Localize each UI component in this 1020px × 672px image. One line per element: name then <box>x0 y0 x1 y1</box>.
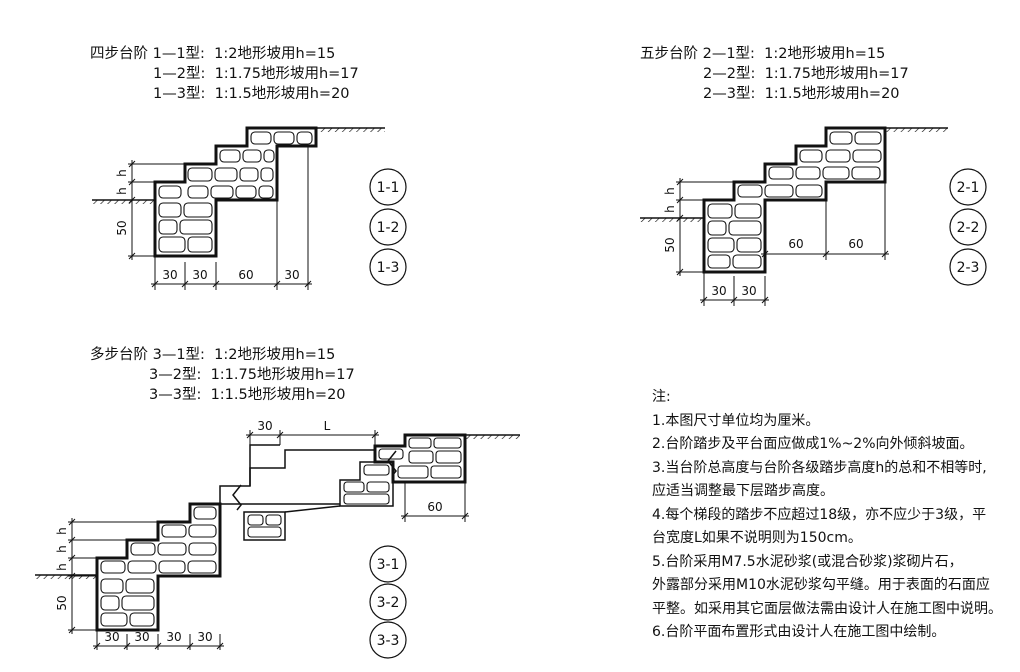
dim2-m1: 60 <box>788 237 803 251</box>
note-item: 外露部分采用M10水泥砂浆勾平缝。用于表面的石面应 <box>652 577 990 593</box>
note-item: 4.每个梯段的踏步不应超过18级，亦不应少于3级，平 <box>652 506 987 523</box>
block3-line3-prefix: 3—3型: <box>149 387 202 403</box>
stair-drawing-2: h h 50 60 60 30 30 2-1 2-2 2-3 <box>640 126 987 306</box>
dim3-h1: h <box>55 527 69 535</box>
block2-line1-prefix: 五步台阶 2—1型: <box>640 46 755 62</box>
marker-3-2: 3-2 <box>377 595 400 611</box>
marker-1-3: 1-3 <box>377 260 400 276</box>
masonry-1 <box>153 126 318 258</box>
dim3-60: 60 <box>427 500 442 514</box>
masonry-3-lower <box>95 502 222 632</box>
dim2-b2: 30 <box>741 284 756 298</box>
dim3-b3: 30 <box>166 630 181 644</box>
dim2-h2: h <box>663 205 677 213</box>
note-item: 应适当调整最下层踏步高度。 <box>652 483 834 499</box>
marker-3-3: 3-3 <box>377 633 400 649</box>
block1-label: 四步台阶 1—1型: 1:2地形坡用h=15 1—2型: 1:1.75地形坡用h… <box>90 44 359 104</box>
masonry-3-upper <box>373 433 467 484</box>
block1-line2-prefix: 1—2型: <box>153 66 206 82</box>
dim1-h1: h <box>115 169 129 177</box>
dim2-50: 50 <box>663 237 677 252</box>
block1-line3-prefix: 1—3型: <box>153 86 206 102</box>
block3-line1-prefix: 多步台阶 3—1型: <box>90 347 205 363</box>
block2-line3-spec: 1:1.5地形坡用h=20 <box>764 86 900 102</box>
dim3-top30: 30 <box>257 419 272 433</box>
note-item: 2.台阶踏步及平台面应做成1%~2%向外倾斜坡面。 <box>652 436 974 452</box>
block2-label: 五步台阶 2—1型: 1:2地形坡用h=15 2—2型: 1:1.75地形坡用h… <box>640 44 909 104</box>
marker-1-2: 1-2 <box>377 220 400 236</box>
dim3-h2: h <box>55 545 69 553</box>
stair-drawing-3: h h h 50 30 L 60 30 30 30 30 3-1 <box>35 419 520 659</box>
dim2-m2: 60 <box>848 237 863 251</box>
masonry-3-mid <box>243 461 394 541</box>
dim1-b4: 30 <box>284 268 299 282</box>
stair-drawing-1: h h 50 30 30 60 30 1-1 1-2 1-3 <box>92 126 407 290</box>
dim2-b1: 30 <box>711 284 726 298</box>
marker-2-3: 2-3 <box>957 260 980 276</box>
dim1-b2: 30 <box>192 268 207 282</box>
marker-1-1: 1-1 <box>377 180 400 196</box>
marker-2-2: 2-2 <box>957 220 980 236</box>
block1-line1-prefix: 四步台阶 1—1型: <box>90 46 205 62</box>
dim2-h1: h <box>663 187 677 195</box>
marker-2-1: 2-1 <box>957 180 980 196</box>
dim3-b4: 30 <box>197 630 212 644</box>
block3-line2-prefix: 3—2型: <box>149 367 202 383</box>
block3-label: 多步台阶 3—1型: 1:2地形坡用h=15 3—2型: 1:1.75地形坡用h… <box>90 345 355 405</box>
dim3-h3: h <box>55 563 69 571</box>
note-item: 3.当台阶总高度与台阶各级踏步高度h的总和不相等时, <box>652 459 987 476</box>
block1-line2-spec: 1:1.75地形坡用h=17 <box>214 66 359 82</box>
notes: 注: 1.本图尺寸单位均为厘米。 2.台阶踏步及平台面应做成1%~2%向外倾斜坡… <box>652 386 1002 645</box>
notes-title: 注: <box>652 389 671 405</box>
note-item: 台宽度L如果不说明则为150cm。 <box>652 530 862 546</box>
block1-line3-spec: 1:1.5地形坡用h=20 <box>214 86 350 102</box>
block2-line3-prefix: 2—3型: <box>703 86 756 102</box>
block2-line2-prefix: 2—2型: <box>703 66 756 82</box>
note-item: 1.本图尺寸单位均为厘米。 <box>652 412 820 429</box>
block3-line2-spec: 1:1.75地形坡用h=17 <box>210 367 355 383</box>
dim3-L: L <box>324 419 331 433</box>
block3-line3-spec: 1:1.5地形坡用h=20 <box>210 387 346 403</box>
dim1-b1: 30 <box>162 268 177 282</box>
note-item: 6.台阶平面布置形式由设计人在施工图中绘制。 <box>652 624 946 640</box>
marker-3-1: 3-1 <box>377 557 400 573</box>
block1-line1-spec: 1:2地形坡用h=15 <box>214 46 336 62</box>
block2-line1-spec: 1:2地形坡用h=15 <box>764 46 886 62</box>
dim3-b2: 30 <box>134 630 149 644</box>
block3-line1-spec: 1:2地形坡用h=15 <box>214 347 336 363</box>
dim1-b3: 60 <box>238 268 253 282</box>
dim3-b1: 30 <box>104 630 119 644</box>
note-item: 平整。如采用其它面层做法需由设计人在施工图中说明。 <box>652 600 1002 617</box>
block2-line2-spec: 1:1.75地形坡用h=17 <box>764 66 909 82</box>
dim1-50: 50 <box>115 220 129 235</box>
note-item: 5.台阶采用M7.5水泥砂浆(或混合砂浆)浆砌片石， <box>652 553 963 570</box>
dim3-50: 50 <box>55 595 69 610</box>
dim1-h2: h <box>115 187 129 195</box>
